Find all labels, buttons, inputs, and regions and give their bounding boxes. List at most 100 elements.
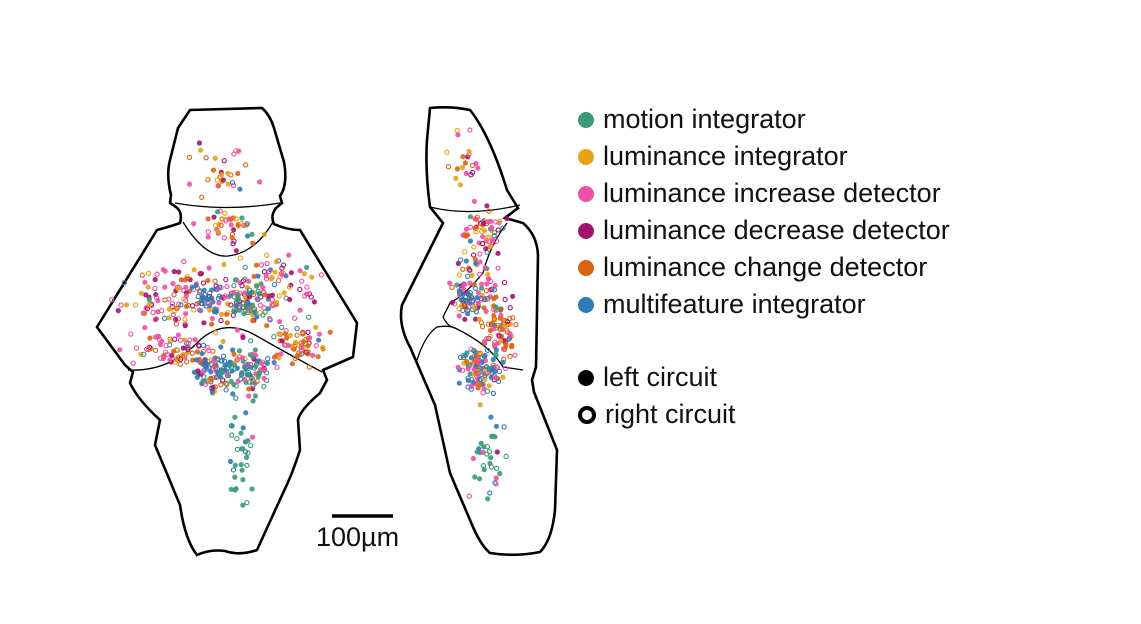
luminance-integrator-right-point — [487, 333, 493, 340]
luminance-integrator-left-point — [261, 231, 267, 238]
luminance-decrease-detector-right-point — [305, 329, 311, 335]
luminance-change-detector-left-point — [271, 354, 277, 360]
luminance-change-detector-right-point — [203, 155, 209, 161]
luminance-change-detector-left-point — [231, 351, 237, 357]
motion-integrator-right-point — [271, 334, 277, 340]
motion-integrator-left-point — [493, 351, 499, 358]
multifeature-integrator-left-point — [214, 369, 220, 375]
luminance-increase-detector-left-point — [492, 342, 498, 348]
luminance-change-detector-left-point — [208, 376, 214, 383]
luminance-integrator-right-point — [276, 293, 282, 299]
multifeature-integrator-left-point — [227, 359, 233, 365]
luminance-increase-detector-right-point — [150, 309, 156, 316]
luminance-integrator-left-point — [276, 331, 282, 337]
motion-integrator-right-point — [231, 282, 237, 289]
luminance-increase-detector-left-point — [226, 216, 233, 222]
luminance-decrease-detector-left-point — [176, 269, 182, 275]
luminance-integrator-right-point — [180, 352, 186, 358]
luminance-integrator-left-point — [207, 307, 213, 313]
luminance-increase-detector-right-point — [304, 284, 310, 290]
multifeature-integrator-right-point — [219, 358, 225, 364]
luminance-decrease-detector-left-point — [472, 316, 479, 322]
multifeature-integrator-left-point — [243, 410, 249, 416]
multifeature-integrator-right-point — [460, 296, 466, 303]
motion-integrator-left-point — [467, 371, 473, 377]
multifeature-integrator-left-point — [222, 362, 228, 368]
luminance-increase-detector-right-point — [473, 373, 480, 379]
luminance-integrator-left-point — [272, 269, 278, 275]
luminance-increase-detector-right-point — [157, 337, 163, 343]
luminance-decrease-detector-left-point — [198, 271, 204, 277]
luminance-change-detector-right-point — [501, 346, 508, 353]
multifeature-integrator-right-point — [178, 302, 184, 308]
luminance-increase-detector-left-point — [286, 252, 292, 258]
luminance-increase-detector-right-point — [158, 355, 164, 361]
multifeature-integrator-right-point — [197, 288, 203, 294]
luminance-change-detector-left-point — [194, 349, 200, 355]
luminance-increase-detector-left-point — [493, 475, 499, 481]
luminance-change-detector-right-point — [177, 361, 183, 367]
luminance-change-detector-left-point — [205, 216, 211, 222]
luminance-change-detector-left-point — [264, 323, 270, 329]
luminance-integrator-left-point — [309, 274, 315, 280]
neuron-points — [108, 127, 519, 508]
luminance-increase-detector-left-point — [167, 357, 173, 363]
multifeature-integrator-left-point — [240, 425, 246, 431]
multifeature-integrator-left-point — [255, 273, 261, 279]
luminance-change-detector-right-point — [471, 353, 478, 359]
luminance-increase-detector-left-point — [285, 342, 291, 348]
multifeature-integrator-left-point — [265, 306, 272, 312]
luminance-integrator-right-point — [462, 249, 468, 255]
motion-integrator-right-point — [244, 499, 250, 506]
luminance-increase-detector-right-point — [274, 364, 280, 370]
multifeature-integrator-left-point — [467, 238, 473, 244]
multifeature-integrator-left-point — [233, 303, 239, 309]
motion-integrator-left-point — [481, 444, 487, 450]
motion-integrator-left-point — [146, 296, 152, 303]
luminance-increase-detector-right-point — [181, 258, 187, 265]
luminance-increase-detector-left-point — [210, 358, 216, 364]
multifeature-integrator-left-point — [463, 258, 469, 264]
multifeature-integrator-left-point — [283, 273, 289, 279]
multifeature-integrator-right-point — [490, 390, 497, 397]
luminance-change-detector-left-point — [460, 154, 466, 160]
luminance-decrease-detector-right-point — [466, 267, 472, 273]
luminance-decrease-detector-left-point — [449, 299, 455, 306]
luminance-change-detector-right-point — [139, 272, 145, 278]
motion-integrator-right-point — [484, 451, 490, 457]
luminance-decrease-detector-right-point — [240, 278, 247, 284]
luminance-increase-detector-right-point — [152, 285, 158, 292]
luminance-change-detector-right-point — [189, 350, 195, 356]
luminance-change-detector-left-point — [491, 296, 497, 302]
luminance-integrator-left-point — [198, 147, 204, 153]
luminance-decrease-detector-left-point — [483, 246, 489, 252]
luminance-increase-detector-right-point — [133, 345, 140, 351]
motion-integrator-left-point — [255, 374, 261, 380]
luminance-decrease-detector-left-point — [504, 216, 510, 222]
luminance-decrease-detector-left-point — [182, 323, 188, 329]
luminance-integrator-left-point — [146, 301, 152, 308]
multifeature-integrator-right-point — [484, 296, 491, 302]
luminance-increase-detector-left-point — [486, 276, 492, 282]
multifeature-integrator-right-point — [460, 307, 466, 314]
luminance-increase-detector-left-point — [263, 273, 269, 279]
luminance-increase-detector-left-point — [249, 434, 256, 440]
luminance-increase-detector-left-point — [484, 281, 490, 287]
motion-integrator-right-point — [233, 395, 239, 401]
multifeature-integrator-left-point — [500, 359, 506, 365]
luminance-decrease-detector-right-point — [200, 280, 207, 286]
luminance-integrator-left-point — [182, 337, 188, 343]
luminance-integrator-left-point — [220, 338, 226, 344]
luminance-integrator-right-point — [264, 252, 270, 258]
luminance-increase-detector-right-point — [164, 351, 170, 358]
luminance-increase-detector-left-point — [491, 326, 497, 332]
luminance-increase-detector-right-point — [230, 182, 237, 189]
motion-integrator-left-point — [250, 398, 256, 404]
multifeature-integrator-right-point — [496, 368, 503, 375]
luminance-increase-detector-right-point — [196, 307, 203, 313]
luminance-increase-detector-right-point — [493, 481, 499, 487]
luminance-integrator-right-point — [484, 235, 490, 241]
luminance-increase-detector-left-point — [489, 224, 495, 230]
luminance-integrator-left-point — [281, 290, 287, 296]
motion-integrator-left-point — [250, 302, 256, 308]
